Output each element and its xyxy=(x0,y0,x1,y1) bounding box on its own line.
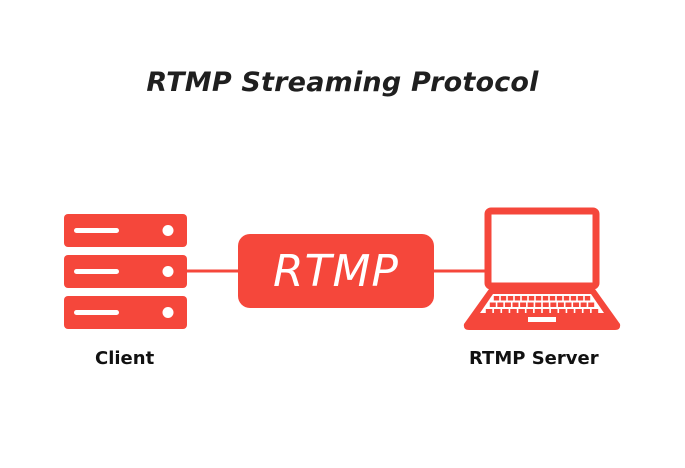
keyboard-key xyxy=(512,302,519,307)
keyboard-key xyxy=(526,309,534,314)
keyboard-key xyxy=(504,302,511,307)
server-unit xyxy=(64,296,187,329)
keyboard-key xyxy=(535,296,542,301)
keyboard-key xyxy=(528,296,535,301)
keyboard-key xyxy=(542,302,549,307)
keyboard-key xyxy=(502,309,509,314)
laptop-screen xyxy=(484,207,600,290)
keyboard-key xyxy=(550,309,558,314)
keyboard-keys xyxy=(485,296,599,314)
diagram-title: RTMP Streaming Protocol xyxy=(146,67,539,98)
keyboard-key xyxy=(584,296,591,301)
keyboard-key xyxy=(514,296,521,301)
keyboard-key xyxy=(489,302,496,307)
keyboard-key xyxy=(534,309,542,314)
rtmp-protocol-box xyxy=(238,234,434,308)
keyboard-key xyxy=(588,302,595,307)
keyboard-key xyxy=(521,296,528,301)
keyboard-key xyxy=(493,309,501,314)
keyboard-key xyxy=(493,296,500,301)
keyboard-key xyxy=(567,309,574,314)
keyboard-key xyxy=(563,296,570,301)
keyboard-key xyxy=(549,296,556,301)
server-unit xyxy=(64,255,187,288)
keyboard-key xyxy=(510,309,517,314)
keyboard-key xyxy=(535,302,542,307)
laptop-trackpad xyxy=(528,317,556,322)
server-label: RTMP Server xyxy=(469,348,599,369)
keyboard-key xyxy=(507,296,514,301)
keyboard-key xyxy=(497,302,504,307)
keyboard-key xyxy=(557,302,564,307)
keyboard-key xyxy=(583,309,591,314)
keyboard-key xyxy=(570,296,577,301)
laptop-icon xyxy=(463,207,621,330)
keyboard-key xyxy=(580,302,587,307)
keyboard-key xyxy=(527,302,534,307)
server-stack-icon xyxy=(64,214,187,329)
keyboard-key xyxy=(500,296,507,301)
keyboard-key xyxy=(591,309,599,314)
rtmp-protocol-label: RTMP xyxy=(273,245,399,297)
keyboard-key xyxy=(565,302,572,307)
keyboard-key xyxy=(485,309,493,314)
keyboard-key xyxy=(550,302,557,307)
keyboard-key xyxy=(518,309,525,314)
keyboard-key xyxy=(542,296,549,301)
keyboard-key xyxy=(577,296,584,301)
keyboard-key xyxy=(520,302,527,307)
client-label: Client xyxy=(95,348,155,369)
keyboard-key xyxy=(542,309,550,314)
keyboard-key xyxy=(573,302,580,307)
keyboard-key xyxy=(575,309,582,314)
keyboard-key xyxy=(556,296,563,301)
keyboard-key xyxy=(559,309,566,314)
server-unit xyxy=(64,214,187,247)
